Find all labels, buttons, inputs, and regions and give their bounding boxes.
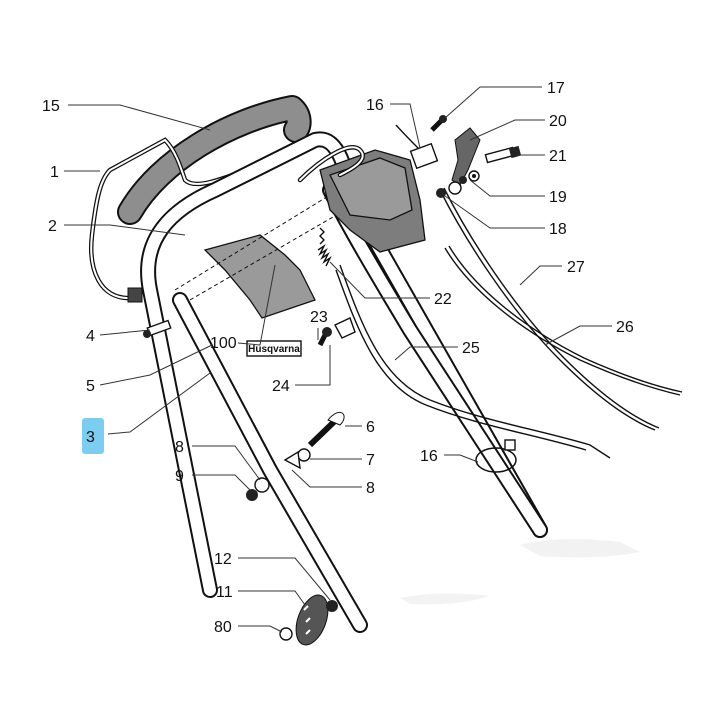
- part-screw-4: [143, 319, 172, 338]
- callout-19: 19: [549, 189, 567, 206]
- callout-7: 7: [366, 452, 375, 469]
- callout-16-bottom: 16: [420, 448, 438, 465]
- callout-3: 3: [86, 429, 95, 446]
- part-washer-8-right: [283, 450, 301, 470]
- part-washer-80: [279, 627, 293, 641]
- callout-4: 4: [86, 328, 95, 345]
- part-grip: [117, 95, 312, 225]
- part-throttle-lever: [448, 127, 481, 195]
- part-bag-frame: [297, 145, 426, 253]
- part-clamp-top: [395, 124, 439, 170]
- part-bag-flap: [174, 194, 346, 319]
- callout-1: 1: [50, 164, 59, 181]
- callout-26: 26: [616, 319, 634, 336]
- bail-end-cap: [127, 287, 143, 303]
- callout-2: 2: [48, 218, 57, 235]
- part-bolt-6: [307, 411, 345, 448]
- leader-lines: [64, 86, 612, 633]
- background-smudge: [400, 593, 490, 605]
- part-clip-24: [334, 317, 356, 339]
- brand-label-text: Husqvarna: [248, 344, 300, 355]
- callout-8-right: 8: [366, 480, 375, 497]
- part-bolt-12: [326, 600, 338, 612]
- callout-11: 11: [216, 584, 233, 601]
- part-cable-27: [444, 247, 681, 396]
- part-cable-26-sheath: [443, 187, 660, 429]
- callout-6: 6: [366, 419, 375, 436]
- part-washer-7: [297, 448, 311, 462]
- callout-80: 80: [214, 619, 232, 636]
- part-cable-27-sheath: [448, 245, 683, 393]
- callout-15: 15: [42, 98, 60, 115]
- callout-8-left: 8: [175, 439, 184, 456]
- callout-5: 5: [86, 378, 95, 395]
- part-knob-11: [295, 594, 329, 646]
- callout-23: 23: [310, 309, 328, 326]
- callout-17: 17: [547, 80, 565, 97]
- part-washer-8-left: [254, 477, 270, 493]
- part-bolt-21: [484, 145, 522, 164]
- callout-highlight: [82, 418, 104, 454]
- part-bail-lever: [89, 137, 303, 303]
- callout-16-top: 16: [366, 97, 384, 114]
- part-nut-18: [436, 188, 446, 198]
- callout-9: 9: [175, 468, 184, 485]
- callout-24: 24: [272, 378, 290, 395]
- part-nut-9: [246, 489, 258, 501]
- callout-12: 12: [214, 551, 232, 568]
- callout-25: 25: [462, 340, 480, 357]
- callout-20: 20: [549, 113, 567, 130]
- callout-27: 27: [567, 259, 585, 276]
- part-washers-19: [468, 170, 480, 182]
- part-cable-25-sheath: [335, 269, 587, 451]
- callout-22: 22: [434, 291, 452, 308]
- callout-18: 18: [549, 221, 567, 238]
- brand-label: Husqvarna: [246, 340, 302, 357]
- callout-100: 100: [210, 335, 237, 352]
- callout-21: 21: [549, 148, 567, 165]
- part-cable-26: [439, 189, 656, 431]
- part-springs: [317, 227, 332, 267]
- part-clamp-bottom: [475, 439, 517, 473]
- part-screw-17: [430, 115, 447, 132]
- background-smudge: [520, 539, 640, 558]
- part-cable-25: [339, 264, 611, 459]
- part-screw-23: [317, 327, 332, 347]
